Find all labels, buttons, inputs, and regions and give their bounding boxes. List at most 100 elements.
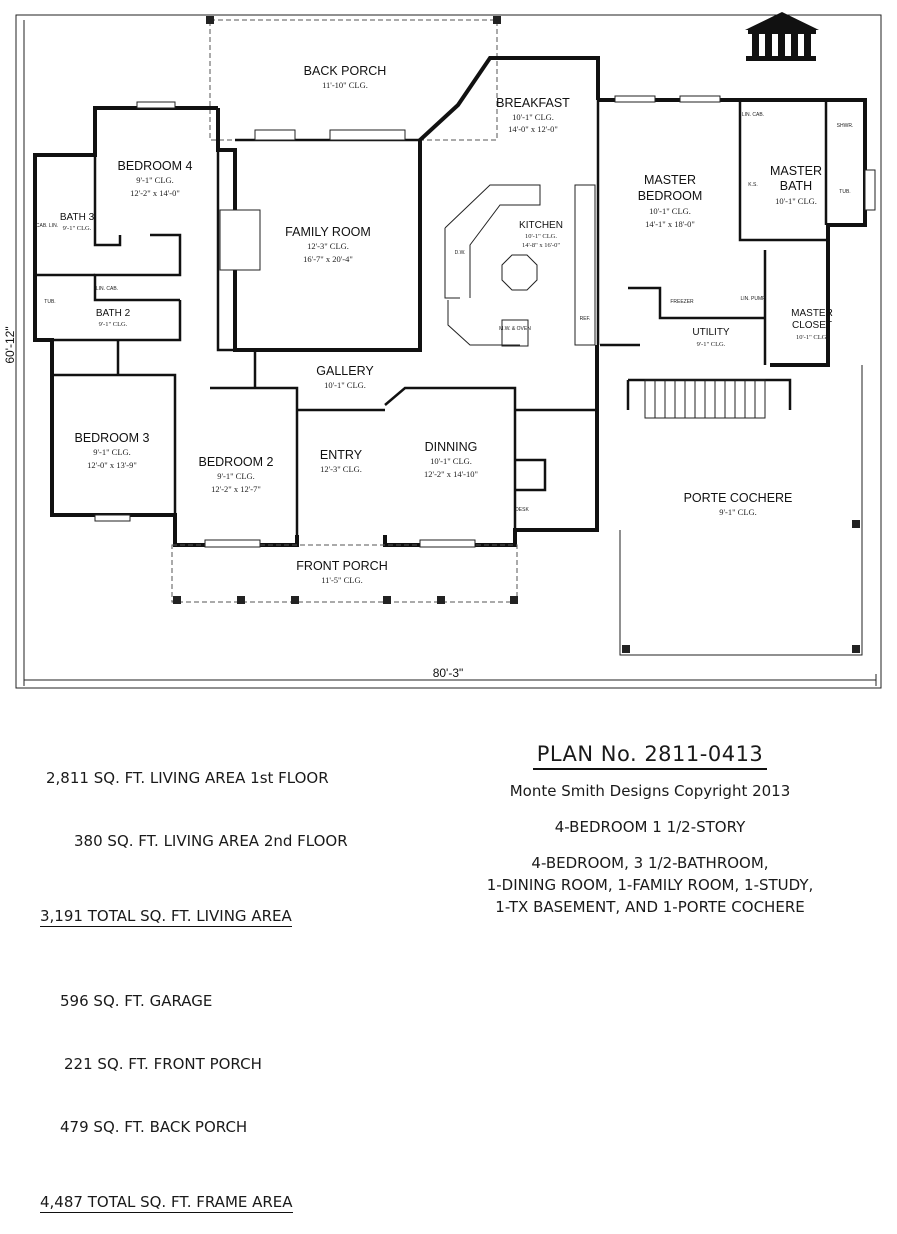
fixture-label: TUB. bbox=[839, 189, 850, 195]
room-ceiling: 9'-1" CLG. bbox=[99, 321, 128, 328]
room-size: 14'-8" x 16'-0" bbox=[522, 242, 560, 249]
room-name: DINNING bbox=[425, 440, 478, 454]
room-bath-2: BATH 2 9'-1" CLG. bbox=[96, 308, 131, 328]
room-ceiling: 9'-1" CLG. bbox=[697, 341, 726, 348]
room-breakfast: BREAKFAST 10'-1" CLG. 14'-0" x 12'-0" bbox=[496, 96, 570, 134]
stat-row: 2,811 SQ. FT. LIVING AREA 1st FLOOR bbox=[46, 769, 329, 787]
room-name: BATH 2 bbox=[96, 308, 131, 319]
fixture-label: LIN. CAB. bbox=[742, 112, 764, 118]
room-ceiling: 12'-3" CLG. bbox=[307, 241, 349, 251]
room-ceiling: 12'-3" CLG. bbox=[320, 464, 362, 474]
room-entry: ENTRY 12'-3" CLG. bbox=[320, 448, 363, 474]
room-size: 12'-2" x 14'-10" bbox=[424, 469, 478, 479]
room-name: BATH 3 bbox=[60, 212, 95, 223]
room-name-line2: BEDROOM bbox=[638, 189, 703, 203]
fixture-label: LIN. PUMP bbox=[740, 296, 766, 302]
room-name: BEDROOM 3 bbox=[74, 431, 149, 445]
room-bedroom-3: BEDROOM 3 9'-1" CLG. 12'-0" x 13'-9" bbox=[74, 431, 149, 470]
room-ceiling: 11'-5" CLG. bbox=[321, 575, 363, 585]
description-line: 1-DINING ROOM, 1-FAMILY ROOM, 1-STUDY, bbox=[486, 876, 814, 894]
fixture-label: LIN. CAB. bbox=[96, 286, 118, 292]
width-dimension: 80'-3" bbox=[433, 666, 464, 680]
fixture-label: TUB. bbox=[44, 299, 55, 305]
room-name: FAMILY ROOM bbox=[285, 225, 371, 239]
room-size: 12'-0" x 13'-9" bbox=[87, 460, 137, 470]
room-ceiling: 10'-1" CLG. bbox=[775, 196, 817, 206]
room-name-line1: MASTER bbox=[791, 308, 833, 319]
room-family-room: FAMILY ROOM 12'-3" CLG. 16'-7" x 20'-4" bbox=[285, 225, 371, 264]
fixture-labels: CAB. LIN. TUB. LIN. CAB. D.W. REF. M.W. … bbox=[36, 112, 853, 513]
fixture-label: REF. bbox=[580, 316, 591, 322]
depth-dimension: 60'-12" bbox=[3, 326, 17, 363]
room-master-bedroom: MASTER BEDROOM 10'-1" CLG. 14'-1" x 18'-… bbox=[638, 173, 703, 229]
room-back-porch: BACK PORCH 11'-10" CLG. bbox=[304, 64, 387, 90]
description-line: 1-TX BASEMENT, AND 1-PORTE COCHERE bbox=[495, 898, 805, 916]
room-name: FRONT PORCH bbox=[296, 559, 387, 573]
windows bbox=[94, 95, 876, 548]
front-porch-outline bbox=[171, 544, 518, 603]
room-ceiling: 9'-1" CLG. bbox=[93, 447, 131, 457]
description-line: 4-BEDROOM, 3 1/2-BATHROOM, bbox=[531, 854, 769, 872]
room-ceiling: 10'-1" CLG. bbox=[512, 112, 554, 122]
room-name-line2: BATH bbox=[780, 179, 812, 193]
room-bath-3: BATH 3 9'-1" CLG. bbox=[60, 212, 95, 232]
room-ceiling: 9'-1" CLG. bbox=[217, 471, 255, 481]
room-size: 14'-1" x 18'-0" bbox=[645, 219, 695, 229]
room-master-closet: MASTER CLOSET 10'-1" CLG. bbox=[791, 308, 833, 341]
floor-plan: 80'-3" 60'-12" bbox=[3, 12, 882, 689]
area-stats: 2,811 SQ. FT. LIVING AREA 1st FLOOR 380 … bbox=[40, 726, 348, 1234]
kitchen-counters bbox=[444, 184, 596, 347]
room-size: 12'-2" x 12'-7" bbox=[211, 484, 261, 494]
copyright: Monte Smith Designs Copyright 2013 bbox=[509, 782, 791, 800]
room-name-line1: MASTER bbox=[770, 164, 822, 178]
room-name: KITCHEN bbox=[519, 220, 563, 231]
room-utility: UTILITY 9'-1" CLG. bbox=[692, 327, 730, 348]
back-porch-outline bbox=[209, 19, 498, 141]
room-ceiling: 11'-10" CLG. bbox=[322, 80, 368, 90]
room-kitchen: KITCHEN 10'-1" CLG. 14'-8" x 16'-0" bbox=[519, 220, 563, 249]
room-name: BEDROOM 4 bbox=[117, 159, 192, 173]
room-ceiling: 10'-1" CLG. bbox=[796, 334, 828, 341]
porch-posts bbox=[173, 520, 860, 653]
room-ceiling: 9'-1" CLG. bbox=[136, 175, 174, 185]
fixture-label: SHWR. bbox=[837, 123, 854, 129]
room-dinning: DINNING 10'-1" CLG. 12'-2" x 14'-10" bbox=[424, 440, 478, 479]
stat-row: 479 SQ. FT. BACK PORCH bbox=[60, 1118, 248, 1136]
room-ceiling: 9'-1" CLG. bbox=[719, 507, 757, 517]
plan-number: PLAN No. 2811-0413 bbox=[532, 742, 768, 770]
room-name: BEDROOM 2 bbox=[198, 455, 273, 469]
room-front-porch: FRONT PORCH 11'-5" CLG. bbox=[296, 559, 387, 585]
fixture-label: K.S. bbox=[748, 182, 757, 188]
room-name: ENTRY bbox=[320, 448, 363, 462]
room-ceiling: 10'-1" CLG. bbox=[649, 206, 691, 216]
porte-cochere-outline bbox=[619, 365, 863, 656]
room-ceiling: 10'-1" CLG. bbox=[525, 233, 557, 240]
stat-row: 221 SQ. FT. FRONT PORCH bbox=[64, 1055, 262, 1073]
plan-style: 4-BEDROOM 1 1/2-STORY bbox=[554, 818, 746, 836]
fixture-label: DESK bbox=[515, 507, 529, 513]
room-bedroom-4: BEDROOM 4 9'-1" CLG. 12'-2" x 14'-0" bbox=[117, 159, 192, 198]
room-name-line1: MASTER bbox=[644, 173, 696, 187]
room-ceiling: 10'-1" CLG. bbox=[430, 456, 472, 466]
room-name: BACK PORCH bbox=[304, 64, 387, 78]
plan-border bbox=[15, 14, 882, 689]
fixture-label: FREEZER bbox=[670, 299, 694, 305]
stat-total-frame: 4,487 TOTAL SQ. FT. FRAME AREA bbox=[40, 1193, 293, 1213]
room-size: 16'-7" x 20'-4" bbox=[303, 254, 353, 264]
room-name-line2: CLOSET bbox=[792, 320, 832, 331]
plan-description: 4-BEDROOM, 3 1/2-BATHROOM, 1-DINING ROOM… bbox=[440, 852, 860, 918]
fixture-label: D.W. bbox=[455, 250, 466, 256]
stairs bbox=[644, 379, 766, 419]
stat-total-living: 3,191 TOTAL SQ. FT. LIVING AREA bbox=[40, 907, 292, 927]
fixture-label: M.W. & OVEN bbox=[499, 326, 531, 332]
room-bedroom-2: BEDROOM 2 9'-1" CLG. 12'-2" x 12'-7" bbox=[198, 455, 273, 494]
room-name: BREAKFAST bbox=[496, 96, 570, 110]
room-gallery: GALLERY 10'-1" CLG. bbox=[316, 364, 374, 390]
room-size: 14'-0" x 12'-0" bbox=[508, 124, 558, 134]
room-name: UTILITY bbox=[692, 327, 730, 338]
room-name: GALLERY bbox=[316, 364, 374, 378]
room-master-bath: MASTER BATH 10'-1" CLG. bbox=[770, 164, 822, 206]
fixture-label: CAB. LIN. bbox=[36, 223, 58, 229]
columns-logo-icon bbox=[745, 12, 819, 61]
room-name: PORTE COCHERE bbox=[684, 491, 793, 505]
